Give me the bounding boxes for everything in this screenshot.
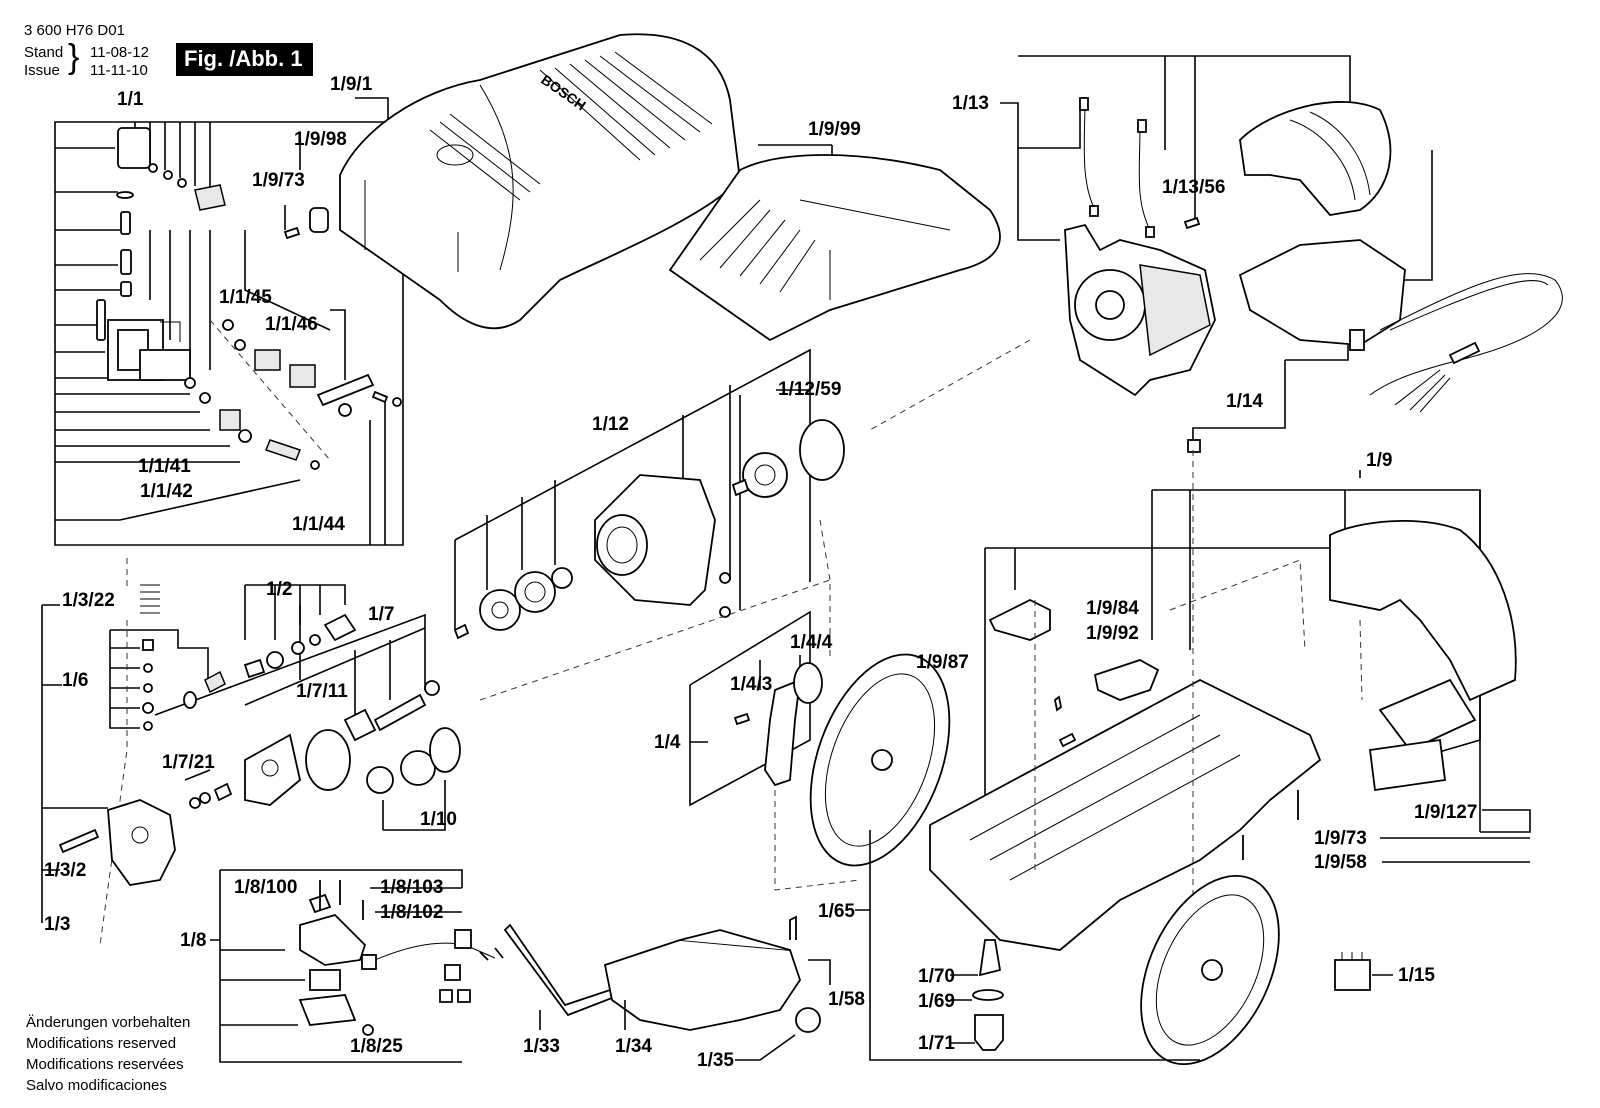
doc-number: 3 600 H76 D01	[24, 22, 125, 39]
label-1-9-58: 1/9/58	[1314, 852, 1367, 873]
fitting-part	[117, 127, 151, 169]
group-1-4	[689, 610, 861, 891]
hose-and-lance	[503, 915, 831, 1061]
label-1-9-84: 1/9/84	[1086, 598, 1139, 619]
issue-date: 11-11-10	[90, 62, 148, 79]
label-1-4-3: 1/4/3	[730, 674, 772, 695]
label-1-9-87: 1/9/87	[916, 652, 969, 673]
label-1-7: 1/7	[368, 604, 394, 625]
label-1-12: 1/12	[592, 414, 629, 435]
label-1-69: 1/69	[918, 991, 955, 1012]
label-1-10: 1/10	[420, 809, 457, 830]
label-1-9-92: 1/9/92	[1086, 623, 1139, 644]
label-1-8-25: 1/8/25	[350, 1036, 403, 1057]
label-1-9-73: 1/9/73	[1314, 828, 1367, 849]
label-1-9-1: 1/9/1	[330, 74, 373, 95]
label-1-13-56: 1/13/56	[1162, 177, 1225, 198]
label-1-12-59: 1/12/59	[778, 379, 841, 400]
footer-note-es: Salvo modificaciones	[26, 1077, 167, 1094]
pump-group-12	[453, 348, 845, 701]
label-1-9-98: 1/9/98	[294, 129, 347, 150]
motor-group-13	[869, 55, 1563, 453]
label-1-1-45: 1/1/45	[219, 287, 272, 308]
label-1-4: 1/4	[654, 732, 681, 753]
inlet-connector	[950, 939, 1004, 1051]
footer-note-en: Modifications reserved	[26, 1035, 177, 1052]
label-1-8-103: 1/8/103	[380, 877, 443, 898]
label-1-7-11: 1/7/11	[296, 681, 348, 702]
footer-notes: Änderungen vorbehalten Modifications res…	[26, 1012, 190, 1096]
label-1-9-127: 1/9/127	[1414, 802, 1477, 823]
label-1-8: 1/8	[180, 930, 206, 951]
label-1-7-21: 1/7/21	[162, 752, 215, 773]
base-plate-99	[668, 144, 1001, 342]
label-1-1-42: 1/1/42	[140, 481, 193, 502]
valve-groups	[41, 558, 461, 946]
label-1-14: 1/14	[1226, 391, 1263, 412]
label-1-6: 1/6	[62, 670, 88, 691]
label-1-33: 1/33	[523, 1036, 560, 1057]
stand-date: 11-08-12	[90, 44, 149, 61]
label-1-35: 1/35	[697, 1050, 734, 1071]
label-1-58: 1/58	[828, 989, 865, 1010]
label-1-9-99: 1/9/99	[808, 119, 861, 140]
label-1-2: 1/2	[266, 579, 292, 600]
label-1-13: 1/13	[952, 93, 989, 114]
label-1-1-44: 1/1/44	[292, 514, 345, 535]
figure-title: Fig. /Abb. 1	[176, 43, 313, 76]
label-1-15: 1/15	[1398, 965, 1435, 986]
label-1-3-22: 1/3/22	[62, 590, 115, 611]
issue-label: Issue	[24, 62, 60, 79]
label-1-34: 1/34	[615, 1036, 652, 1057]
label-1-9-73-top: 1/9/73	[252, 170, 305, 191]
label-1-8-102: 1/8/102	[380, 902, 443, 923]
brace: }	[68, 38, 80, 76]
footer-note-fr: Modifications reservées	[26, 1056, 184, 1073]
stand-label: Stand	[24, 44, 64, 61]
label-1-3-2: 1/3/2	[44, 860, 86, 881]
switch-15	[1334, 952, 1393, 991]
spacer-part	[309, 207, 329, 233]
footer-note-de: Änderungen vorbehalten	[26, 1014, 191, 1031]
frame-group-9	[809, 450, 1531, 1066]
label-1-1: 1/1	[117, 89, 144, 110]
part-labels: 1/1 1/1/45 1/1/46 1/1/41 1/1/42 1/1/44 1…	[44, 74, 1477, 1071]
label-1-9: 1/9	[1366, 450, 1392, 471]
label-1-1-46: 1/1/46	[265, 314, 318, 335]
group-1-1	[54, 121, 404, 546]
label-1-71: 1/71	[918, 1033, 955, 1054]
label-1-1-41: 1/1/41	[138, 456, 191, 477]
label-1-8-100: 1/8/100	[234, 877, 297, 898]
label-1-65: 1/65	[818, 901, 855, 922]
label-1-4-4: 1/4/4	[790, 632, 833, 653]
label-1-70: 1/70	[918, 966, 955, 987]
group-1-8	[210, 869, 504, 1063]
label-1-3: 1/3	[44, 914, 70, 935]
